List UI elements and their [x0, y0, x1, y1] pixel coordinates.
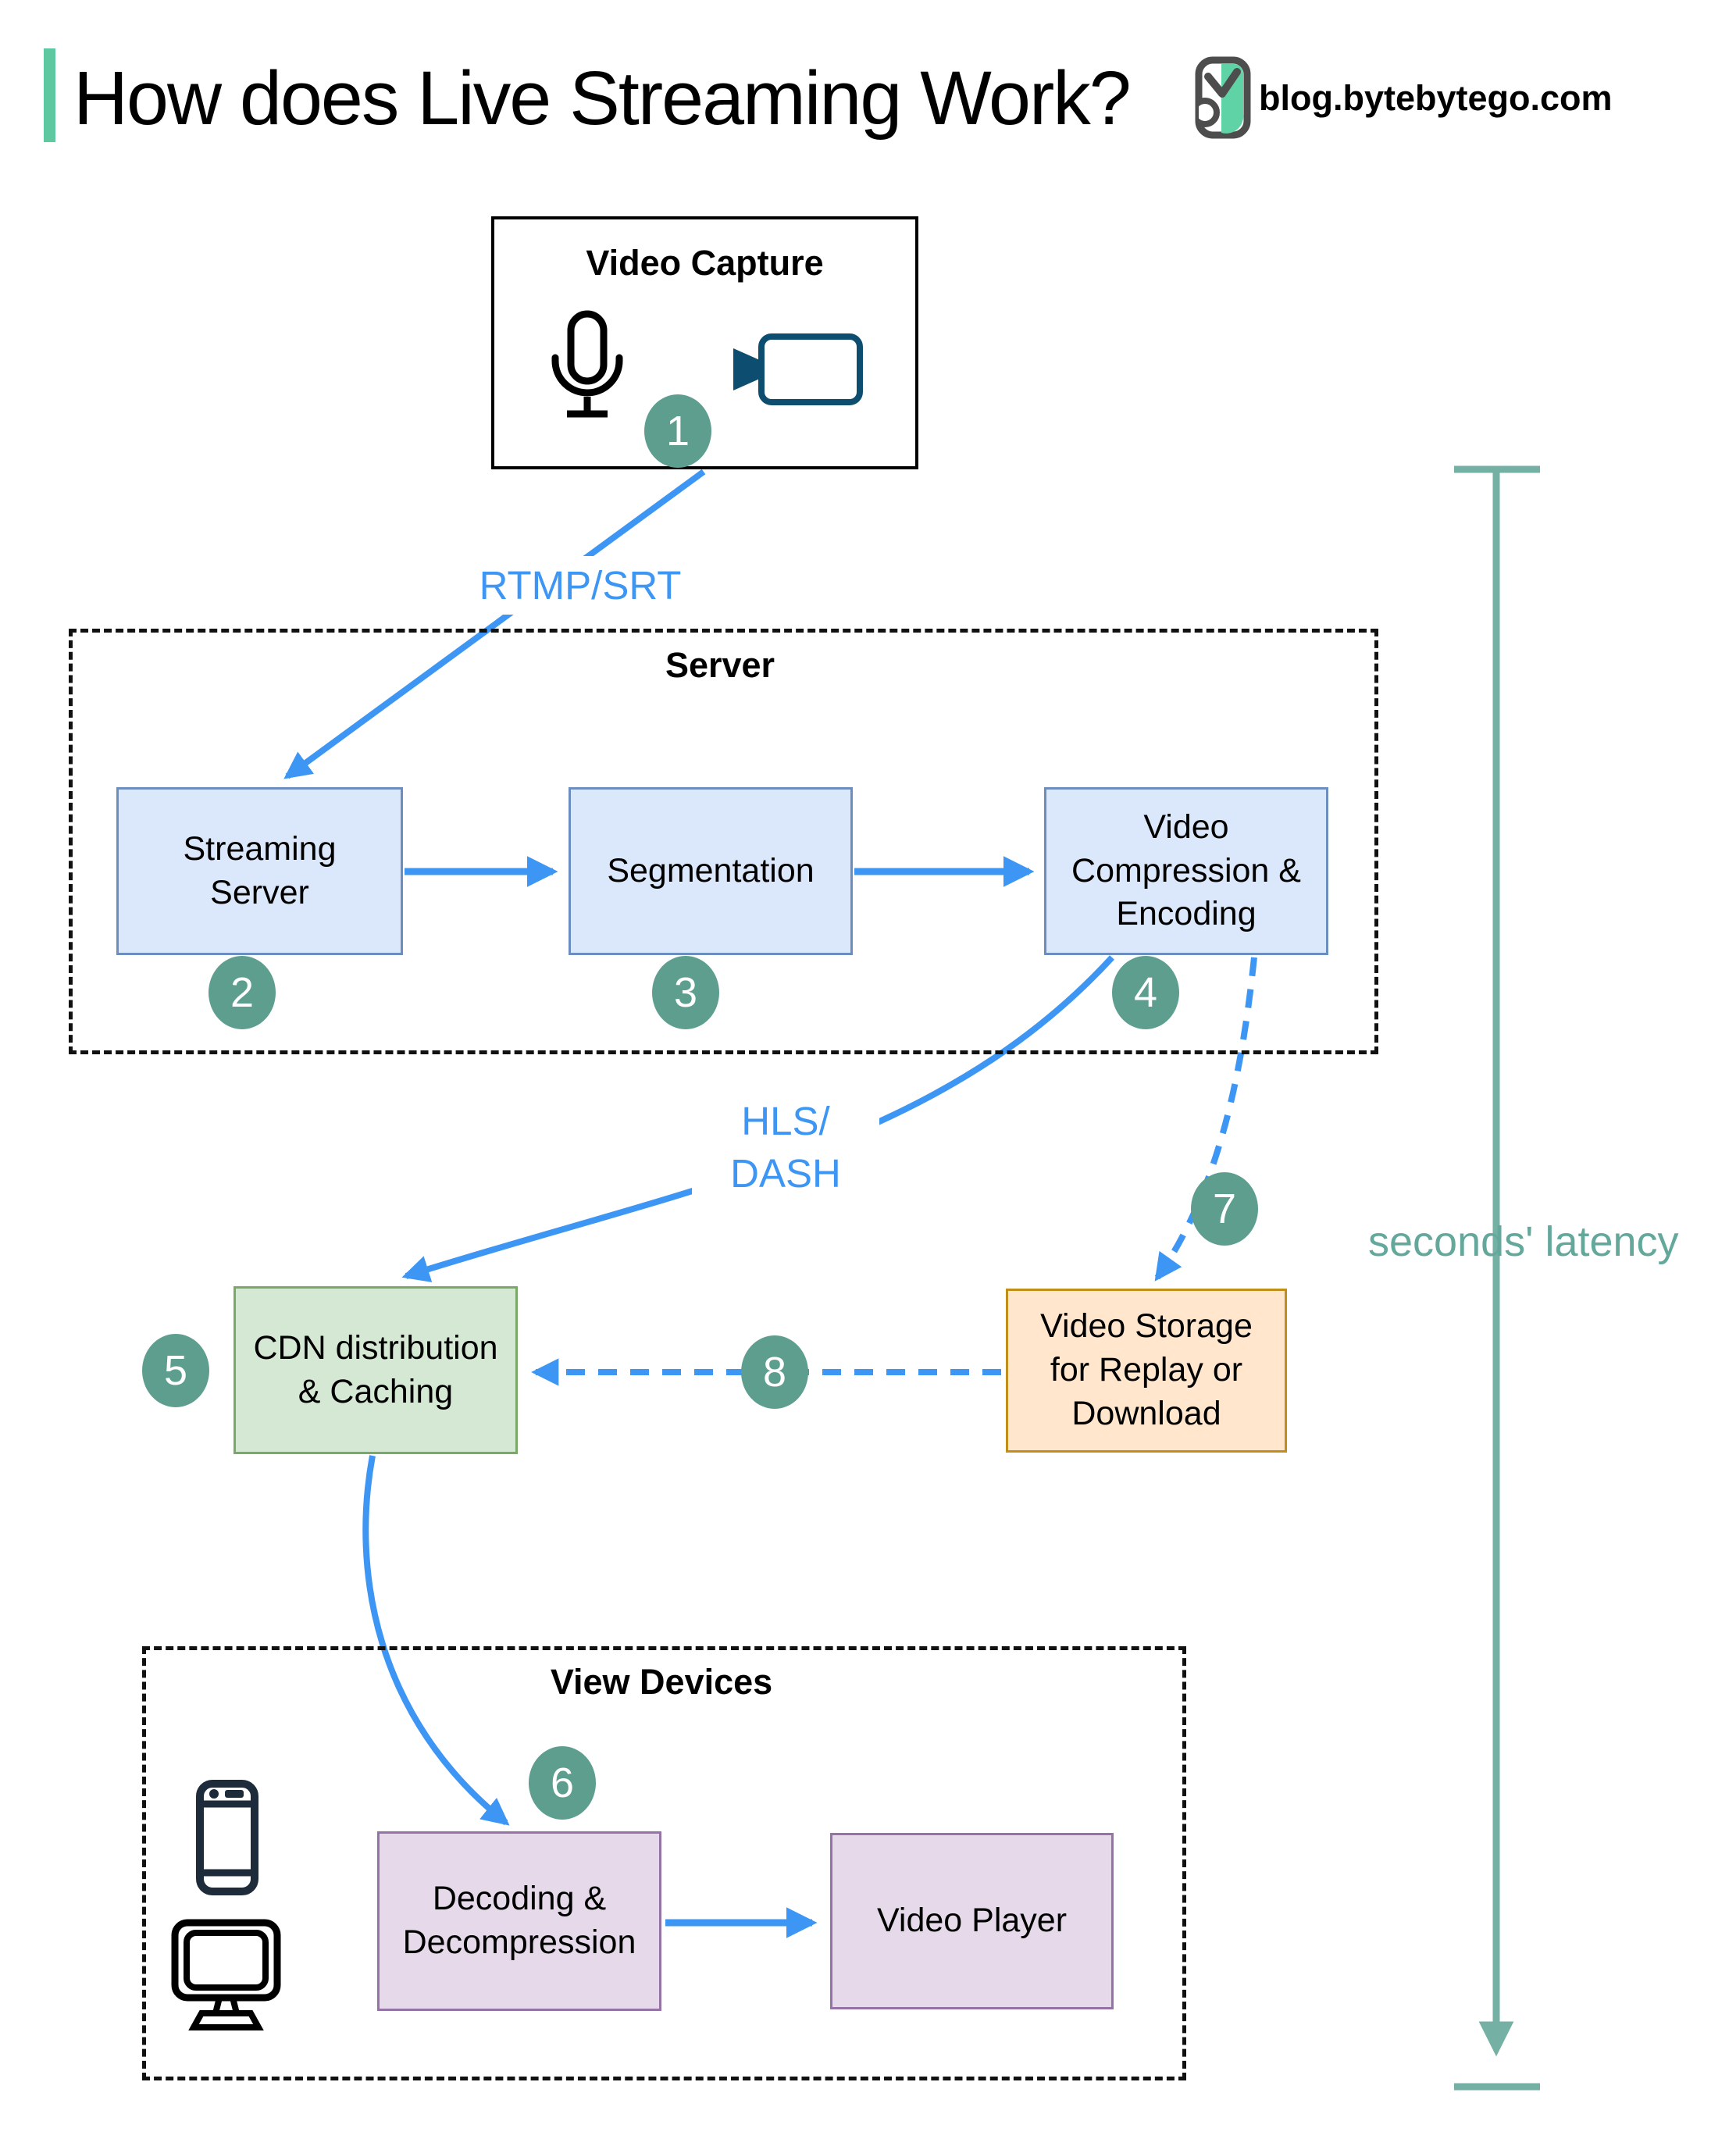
brand-url: blog.bytebytego.com: [1259, 78, 1613, 118]
page-title: How does Live Streaming Work?: [73, 55, 1132, 141]
node-cdn: CDN distribution & Caching: [233, 1286, 518, 1454]
step-badge-8: 8: [741, 1335, 808, 1409]
step-badge-7: 7: [1191, 1172, 1258, 1246]
node-video-compression: Video Compression & Encoding: [1044, 787, 1328, 955]
node-decoding: Decoding & Decompression: [377, 1831, 661, 2011]
group-view-devices: [142, 1646, 1186, 2080]
node-video-capture: Video Capture: [491, 216, 918, 469]
video-camera-icon: [733, 333, 863, 405]
group-server: [69, 629, 1378, 1054]
smartphone-icon: [196, 1780, 258, 1895]
step-badge-4: 4: [1112, 956, 1179, 1029]
node-segmentation: Segmentation: [569, 787, 853, 955]
step-badge-2: 2: [209, 956, 276, 1029]
edge-label-rtmp: RTMP/SRT: [459, 556, 701, 615]
step-badge-5: 5: [142, 1334, 209, 1407]
node-video-capture-label: Video Capture: [586, 243, 824, 283]
node-streaming-server: Streaming Server: [116, 787, 403, 955]
group-view-devices-label: View Devices: [550, 1662, 773, 1702]
node-video-storage: Video Storage for Replay or Download: [1006, 1289, 1287, 1453]
monitor-icon: [171, 1919, 281, 2030]
edge-label-hls: HLS/ DASH: [692, 1092, 879, 1203]
title-accent-bar: [44, 48, 55, 142]
step-badge-3: 3: [652, 956, 719, 1029]
microphone-icon: [551, 310, 623, 418]
edge-label-latency: seconds' latency: [1368, 1218, 1679, 1265]
group-server-label: Server: [665, 645, 775, 685]
step-badge-1: 1: [644, 394, 711, 468]
step-badge-6: 6: [529, 1746, 596, 1820]
node-video-player: Video Player: [830, 1833, 1114, 2009]
bytebytego-logo-icon: [1195, 56, 1251, 139]
